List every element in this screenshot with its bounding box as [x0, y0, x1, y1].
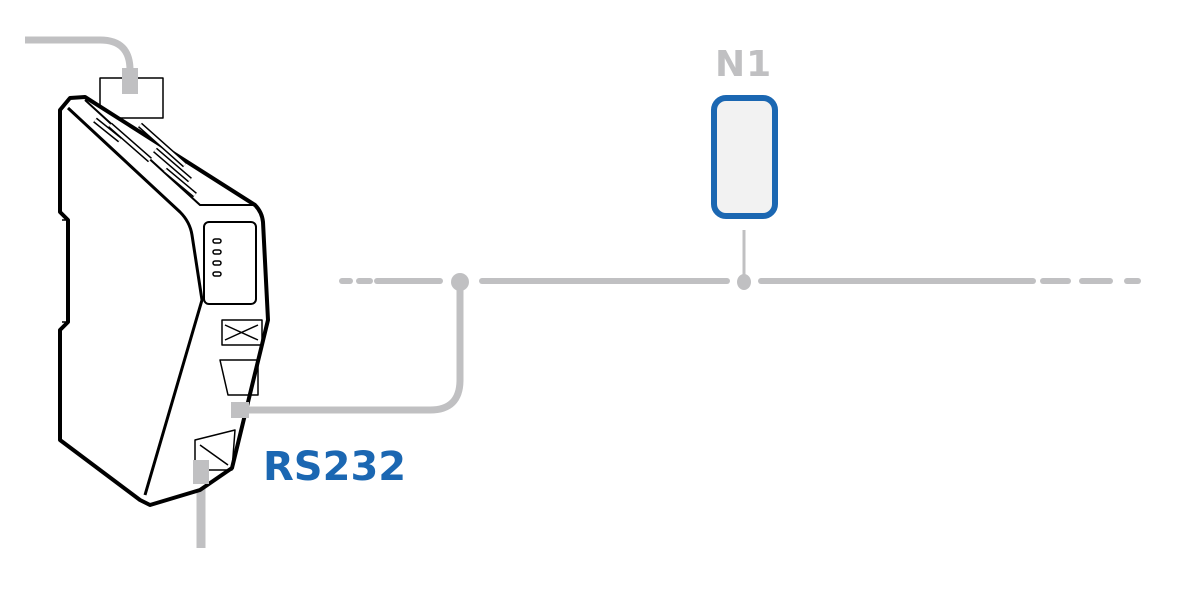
- node-tap-point: [737, 274, 751, 290]
- node-label: N1: [715, 44, 773, 85]
- node-n1-box[interactable]: [711, 95, 778, 219]
- interface-label: RS232: [263, 444, 407, 490]
- bus-tap-point: [451, 273, 469, 291]
- rs232-cable: [240, 285, 464, 414]
- din-rail-gateway-icon: [58, 68, 270, 507]
